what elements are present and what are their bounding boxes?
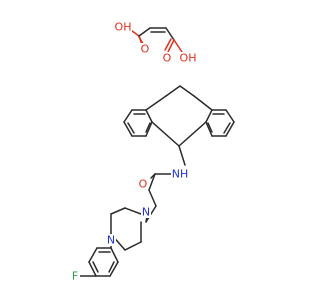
bond bbox=[178, 121, 207, 147]
bond bbox=[145, 122, 151, 133]
bond bbox=[167, 39, 175, 53]
atom-labels: OH O O OH O NH N N F bbox=[70, 20, 197, 283]
bond bbox=[88, 261, 97, 277]
piperazine-n2-label: N bbox=[107, 234, 115, 247]
amide-oxygen-label: O bbox=[139, 178, 148, 191]
dibenzosuberyl-group bbox=[123, 85, 235, 147]
bond bbox=[205, 109, 213, 123]
bond bbox=[127, 122, 135, 134]
bond bbox=[138, 27, 151, 37]
bond bbox=[124, 207, 142, 215]
bond bbox=[225, 121, 235, 137]
bond bbox=[123, 121, 133, 137]
bond bbox=[205, 121, 213, 137]
bond bbox=[92, 261, 99, 273]
bond bbox=[148, 173, 156, 191]
bond bbox=[223, 122, 231, 134]
fluorine-label: F bbox=[72, 270, 78, 283]
bond bbox=[88, 247, 98, 263]
maleic-acid bbox=[127, 27, 183, 53]
bond bbox=[110, 207, 126, 215]
bond bbox=[145, 121, 153, 137]
butanamide-chain bbox=[145, 145, 186, 223]
bond bbox=[193, 95, 213, 111]
bond bbox=[145, 109, 153, 123]
bond bbox=[164, 38, 172, 51]
molecule-canvas: OH O O OH O NH N N F bbox=[70, 20, 235, 283]
amide-nh-label: NH bbox=[172, 168, 189, 181]
bond bbox=[148, 189, 157, 207]
maleic-hydroxyl-1-label: OH bbox=[115, 21, 132, 34]
bond bbox=[207, 122, 213, 133]
bond bbox=[179, 85, 195, 97]
bond bbox=[110, 247, 119, 263]
bond bbox=[165, 27, 175, 41]
bond bbox=[165, 85, 181, 97]
bond bbox=[108, 261, 115, 273]
piperazine-n1-label: N bbox=[142, 206, 150, 219]
bond bbox=[151, 121, 180, 147]
maleic-carbonyl-o-1-label: O bbox=[141, 43, 150, 56]
bond bbox=[178, 145, 186, 166]
bond bbox=[173, 39, 183, 53]
bond bbox=[145, 95, 167, 111]
bond bbox=[124, 241, 142, 251]
bond bbox=[123, 109, 133, 123]
bond bbox=[109, 261, 119, 277]
maleic-carbonyl-o-2-label: O bbox=[163, 52, 172, 65]
bond bbox=[225, 109, 235, 123]
maleic-hydroxyl-2-label: OH bbox=[180, 52, 197, 65]
